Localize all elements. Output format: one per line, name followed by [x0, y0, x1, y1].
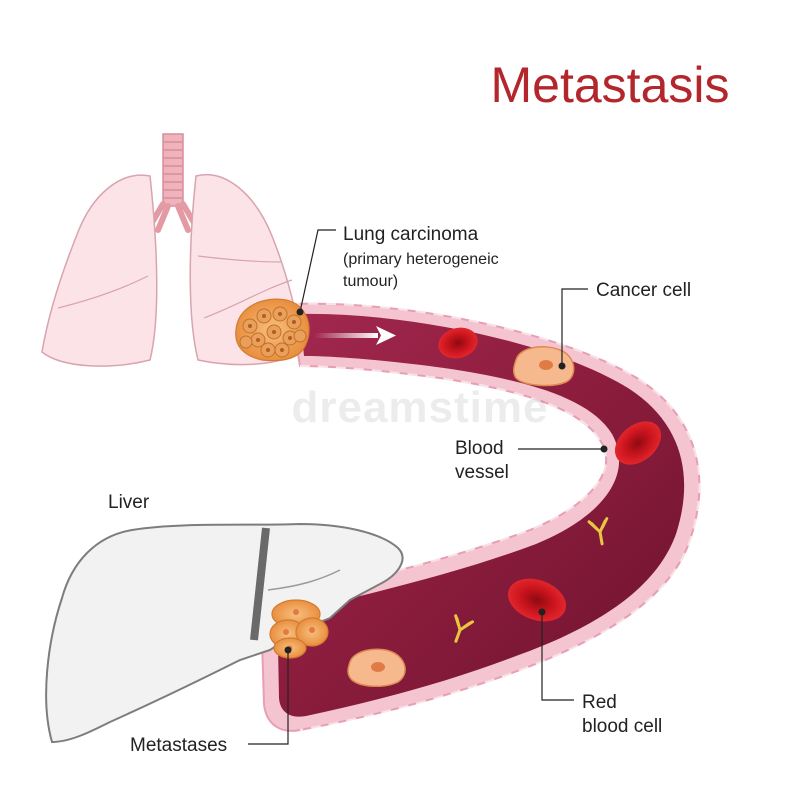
leader-cancer-cell	[561, 288, 588, 366]
red-blood-cell	[438, 327, 478, 359]
red-blood-cell	[507, 578, 567, 622]
label-lung-carcinoma-note-1: (primary heterogeneic	[343, 251, 499, 268]
leader-lung-carcinoma	[299, 229, 336, 313]
cancer-cell	[512, 346, 575, 387]
watermark: dreamstime	[291, 383, 548, 432]
lung-tumour	[235, 298, 310, 362]
leader-dots	[284, 308, 608, 654]
flow-arrow	[314, 326, 396, 345]
label-lung-carcinoma-note-2: tumour)	[343, 273, 398, 290]
blood-vessel	[260, 302, 701, 732]
vessel-lumen	[278, 313, 685, 717]
label-blood-vessel-1: Blood	[455, 438, 504, 459]
trachea	[147, 133, 199, 233]
antibody-icon	[454, 614, 475, 643]
red-blood-cell	[614, 421, 662, 465]
leader-metastases	[248, 650, 289, 745]
cancer-cell	[347, 648, 406, 687]
leader-red-blood-cell	[541, 612, 574, 701]
label-cancer-cell: Cancer cell	[596, 280, 691, 301]
antibody-icon	[587, 517, 609, 546]
antibodies	[454, 517, 609, 643]
label-liver: Liver	[108, 492, 150, 513]
label-lung-carcinoma: Lung carcinoma	[343, 224, 479, 245]
label-blood-vessel-2: vessel	[455, 462, 509, 483]
liver-metastases	[269, 599, 329, 659]
label-red-blood-cell-2: blood cell	[582, 716, 662, 737]
label-red-blood-cell-1: Red	[582, 692, 617, 713]
liver	[45, 522, 404, 744]
left-lung	[41, 174, 158, 367]
red-blood-cells	[438, 327, 662, 622]
cancer-cells	[347, 346, 575, 687]
page-title: Metastasis	[491, 57, 730, 113]
leader-lines	[248, 229, 604, 745]
label-metastases: Metastases	[130, 735, 227, 756]
